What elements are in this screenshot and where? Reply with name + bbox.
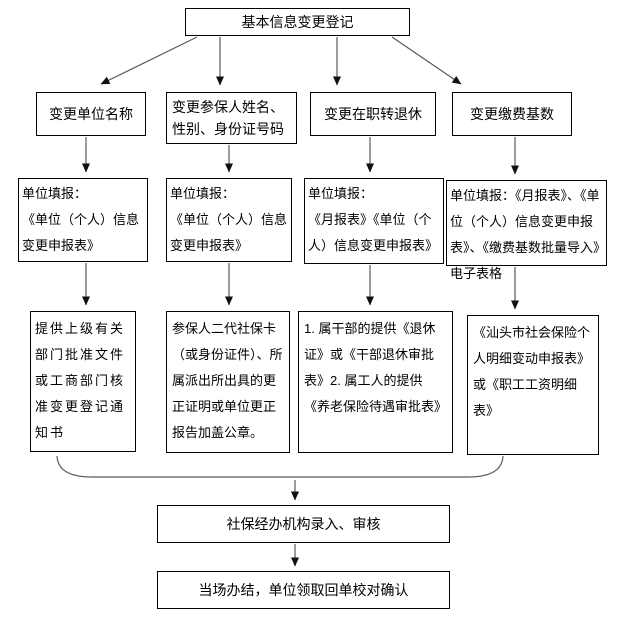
form-label-3: 单位填报： 《月报表》《单位（个人）信息变更申报表》	[308, 186, 439, 253]
step-box-confirm: 当场办结，单位领取回单校对确认	[157, 571, 450, 609]
form-box-3: 单位填报： 《月报表》《单位（个人）信息变更申报表》	[304, 178, 444, 264]
step-label-review: 社保经办机构录入、审核	[226, 516, 381, 532]
materials-label-3: 1. 属干部的提供《退休证》或《干部退休审批表》2. 属工人的提供《养老保险待遇…	[304, 321, 448, 414]
materials-label-1: 提供上级有关部门批准文件或工商部门核准变更登记通知书	[35, 321, 126, 440]
materials-box-4: 《汕头市社会保险个人明细变动申报表》或《职工工资明细表》	[467, 315, 599, 455]
materials-box-3: 1. 属干部的提供《退休证》或《干部退休审批表》2. 属工人的提供《养老保险待遇…	[298, 311, 453, 453]
reason-label-2: 变更参保人姓名、 性别、身份证号码	[172, 99, 284, 137]
reason-label-3: 变更在职转退休	[324, 106, 422, 122]
reason-box-4: 变更缴费基数	[452, 92, 572, 136]
materials-box-2: 参保人二代社保卡（或身份证件）、所属派出所出具的更正证明或单位更正报告加盖公章。	[166, 311, 290, 453]
form-box-2: 单位填报： 《单位（个人）信息变更申报表》	[166, 178, 292, 262]
root-label: 基本信息变更登记	[241, 14, 354, 30]
arrow-root-to-reason-4	[391, 36, 462, 85]
form-label-1: 单位填报： 《单位（个人）信息变更申报表》	[22, 186, 140, 253]
materials-box-1: 提供上级有关部门批准文件或工商部门核准变更登记通知书	[30, 311, 136, 452]
root-box: 基本信息变更登记	[185, 8, 410, 36]
arrow-root-to-reason-1	[100, 36, 198, 85]
materials-label-4: 《汕头市社会保险个人明细变动申报表》或《职工工资明细表》	[473, 325, 591, 418]
reason-box-2: 变更参保人姓名、 性别、身份证号码	[166, 92, 297, 144]
reason-label-1: 变更单位名称	[49, 106, 133, 122]
form-label-2: 单位填报： 《单位（个人）信息变更申报表》	[170, 186, 288, 253]
merge-brace	[56, 455, 504, 478]
materials-label-2: 参保人二代社保卡（或身份证件）、所属派出所出具的更正证明或单位更正报告加盖公章。	[172, 321, 283, 440]
reason-box-3: 变更在职转退休	[310, 92, 436, 136]
form-box-1: 单位填报： 《单位（个人）信息变更申报表》	[18, 178, 148, 262]
step-box-review: 社保经办机构录入、审核	[157, 505, 450, 543]
form-box-4: 单位填报：《月报表》、《单位（个人）信息变更申报表》、《缴费基数批量导入》电子表…	[446, 180, 607, 281]
form-label-4: 单位填报：《月报表》、《单位（个人）信息变更申报表》、《缴费基数批量导入》电子表…	[450, 188, 600, 281]
reason-box-1: 变更单位名称	[36, 92, 146, 136]
step-label-confirm: 当场办结，单位领取回单校对确认	[198, 582, 409, 598]
reason-label-4: 变更缴费基数	[470, 106, 554, 122]
